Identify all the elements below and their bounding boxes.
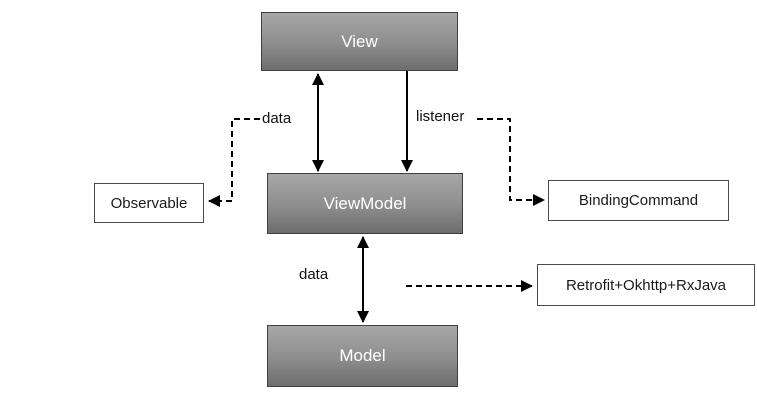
edge-label-data-bottom: data [299,266,329,283]
dashed-connector-binding-command [477,118,545,206]
node-retrofit-label: Retrofit+Okhttp+RxJava [565,276,727,294]
node-binding-command: BindingCommand [548,180,729,221]
node-view: View [261,12,458,71]
node-model-label: Model [339,346,386,365]
node-observable-label: Observable [110,194,188,212]
node-viewmodel: ViewModel [267,173,463,234]
node-retrofit: Retrofit+Okhttp+RxJava [537,264,755,306]
dashed-connector-observable [208,118,260,207]
edge-label-listener: listener [416,108,465,125]
node-model: Model [267,325,458,387]
edge-label-data-top: data [262,110,292,127]
node-view-label: View [341,31,378,51]
node-binding-command-label: BindingCommand [578,192,699,209]
node-observable: Observable [94,183,204,223]
node-viewmodel-label: ViewModel [323,193,407,213]
